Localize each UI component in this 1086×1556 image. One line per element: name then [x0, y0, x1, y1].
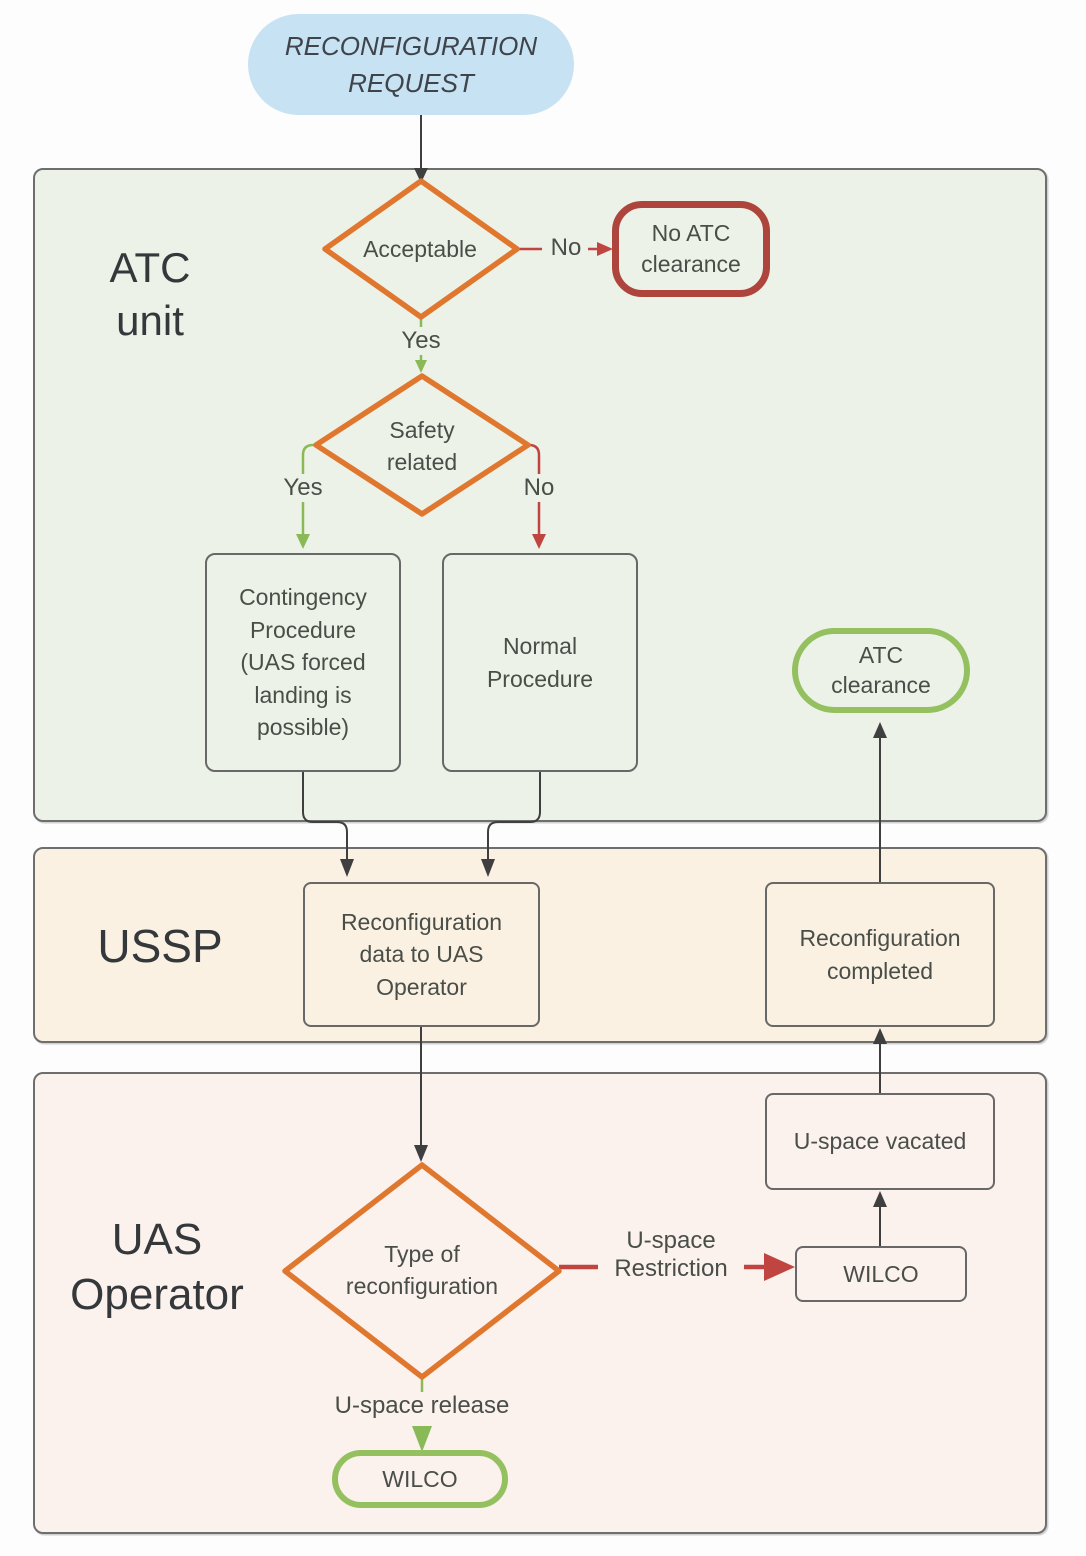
node-uspace-vacated: U-space vacated	[765, 1093, 995, 1190]
node-reconfiguration-data: Reconfiguration data to UAS Operator	[303, 882, 540, 1027]
connector-safety-yes	[301, 443, 321, 535]
edge-label-safety-yes: Yes	[277, 474, 329, 502]
connector-normal-to-data	[487, 772, 541, 860]
node-atc-clearance: ATC clearance	[792, 628, 970, 713]
arrowhead-data-to-type	[414, 1145, 428, 1162]
arrowhead-wilco-to-vacated	[873, 1191, 887, 1207]
arrowhead-safety-yes	[296, 534, 310, 549]
edge-label-acceptable-yes: Yes	[396, 327, 446, 355]
node-wilco-restriction: WILCO	[795, 1246, 967, 1302]
diamond-label-safety-related: Safety related	[386, 417, 458, 476]
arrowhead-type-restriction	[764, 1253, 795, 1281]
arrowhead-normal-to-data	[481, 859, 495, 877]
diamond-type-of-reconfiguration	[282, 1162, 562, 1380]
arrowhead-completed-to-clearance	[873, 722, 887, 738]
node-normal-procedure: Normal Procedure	[442, 553, 638, 772]
arrowhead-acceptable-no	[597, 242, 613, 256]
arrowhead-start-to-acceptable	[414, 168, 428, 183]
node-no-atc-clearance: No ATC clearance	[612, 201, 770, 297]
diamond-acceptable	[322, 178, 520, 320]
connector-contingency-to-data	[302, 772, 348, 860]
lane-label-uas-operator: UAS Operator	[70, 1215, 244, 1319]
diamond-label-type-of-reconfiguration: Type of reconfiguration	[345, 1241, 499, 1300]
diamond-safety-related	[313, 373, 531, 517]
arrowhead-safety-no	[532, 534, 546, 549]
edge-label-safety-no: No	[516, 474, 562, 502]
node-contingency-procedure: Contingency Procedure (UAS forced landin…	[205, 553, 401, 772]
arrowhead-vacated-to-completed	[873, 1028, 887, 1044]
edge-label-uspace-restriction: U-space Restriction	[598, 1227, 744, 1283]
lane-label-ussp: USSP	[97, 920, 223, 972]
arrowhead-type-release	[412, 1426, 432, 1452]
edge-label-acceptable-no: No	[544, 234, 588, 262]
start-node-reconfiguration-request: RECONFIGURATION REQUEST	[248, 14, 574, 115]
diamond-label-acceptable: Acceptable	[363, 236, 477, 262]
node-reconfiguration-completed: Reconfiguration completed	[765, 882, 995, 1027]
lane-label-atc-unit: ATC unit	[109, 244, 191, 344]
edge-label-uspace-release: U-space release	[322, 1392, 522, 1420]
arrowhead-contingency-to-data	[340, 859, 354, 877]
node-wilco-release: WILCO	[332, 1450, 508, 1508]
arrowhead-acceptable-yes	[415, 360, 427, 373]
